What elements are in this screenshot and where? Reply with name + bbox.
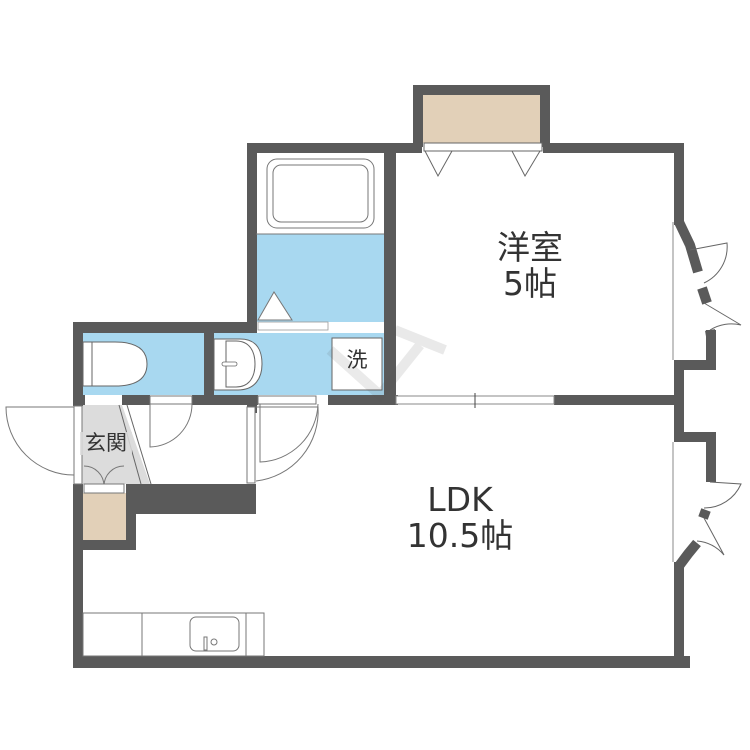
sink-icon: [189, 616, 240, 652]
shoe-cabinet: [82, 493, 126, 547]
washroom-label: 洗: [346, 348, 368, 372]
bay-window-ldk: [672, 442, 742, 569]
ldk-label: LDK 10.5帖: [390, 482, 530, 553]
ldk-size: 10.5帖: [406, 515, 514, 555]
western-room-name: 洋室: [497, 228, 563, 267]
closet-doors: [423, 142, 543, 178]
entrance-label: 玄関: [80, 432, 132, 455]
bay-window-western-room: [672, 219, 742, 360]
room-fills: [82, 95, 543, 547]
ldk-name: LDK: [427, 480, 493, 519]
closet-storage: [422, 95, 543, 143]
toilet-icon: [82, 341, 148, 387]
western-room-size: 5帖: [503, 263, 557, 303]
sliding-door[interactable]: [395, 393, 555, 408]
kitchen-counter: [82, 612, 265, 657]
watermark: [326, 325, 447, 403]
walls: [73, 85, 716, 668]
washbasin-icon: [213, 338, 263, 391]
western-room-label: 洋室 5帖: [470, 230, 590, 301]
washing-machine-space: [331, 337, 383, 391]
bathroom-door: [257, 291, 329, 331]
door-swings[interactable]: [5, 395, 319, 494]
bathtub-icon: [256, 153, 384, 235]
